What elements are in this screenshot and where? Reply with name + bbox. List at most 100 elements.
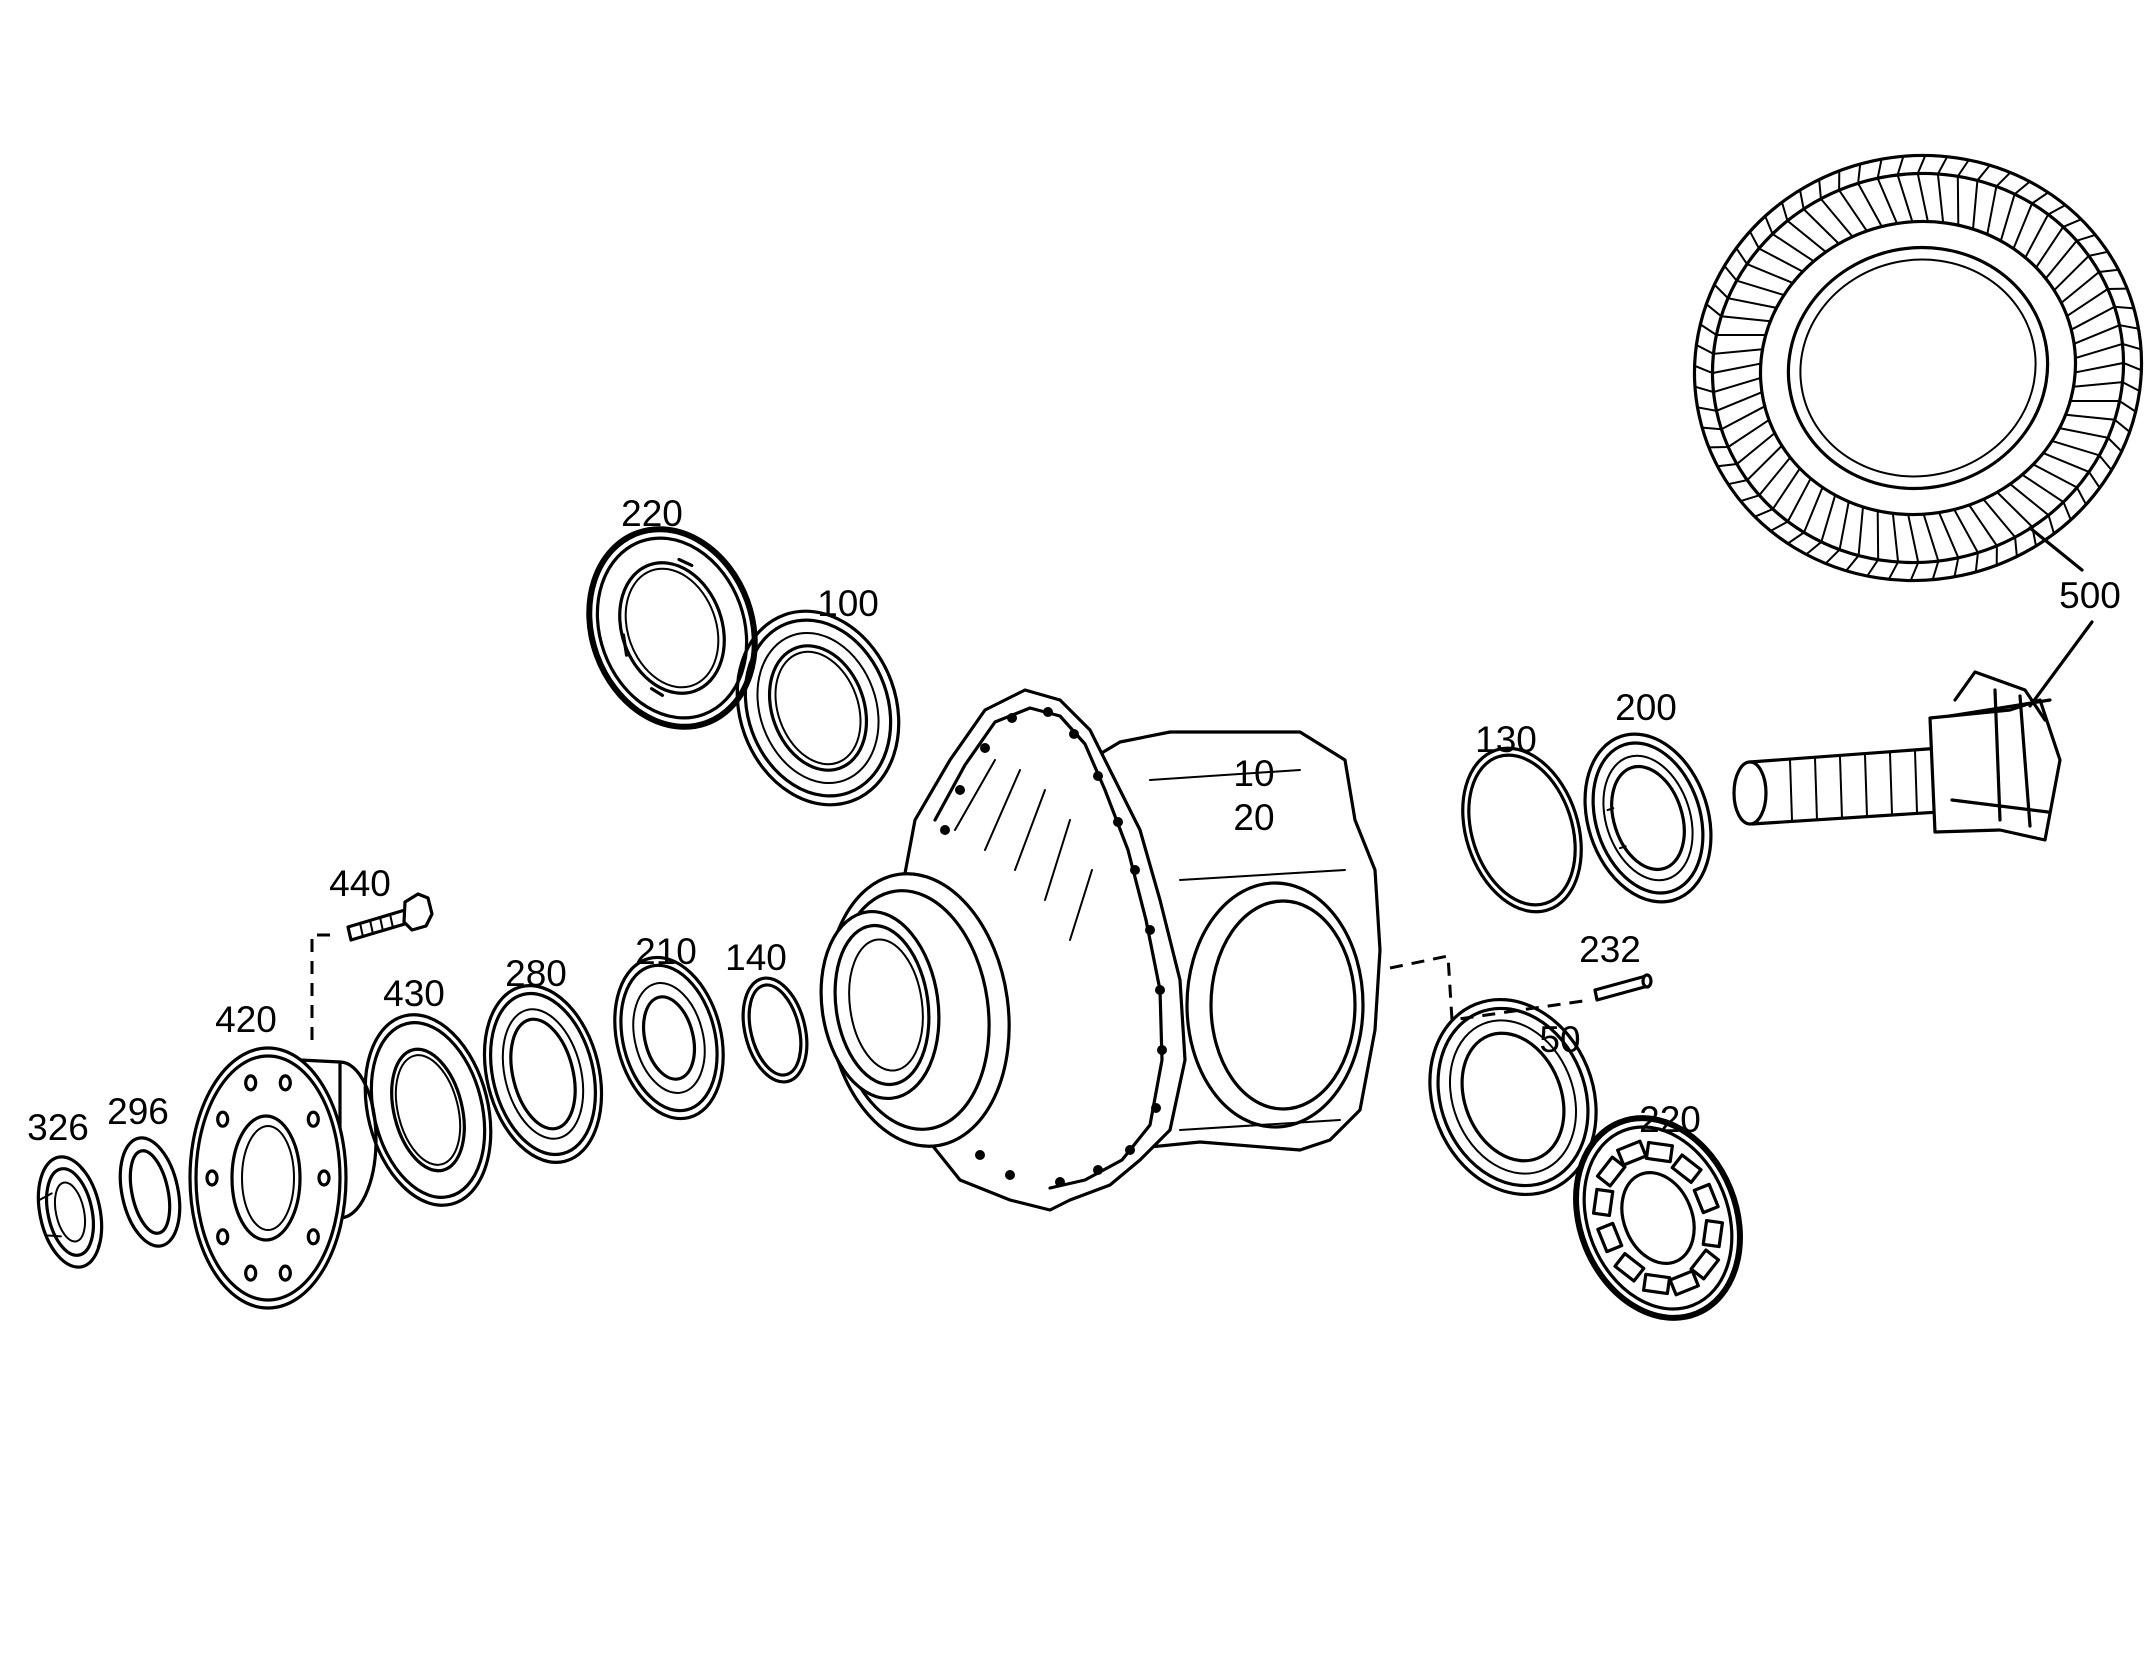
callout-210: 210 — [635, 931, 697, 972]
flange-hole — [317, 1169, 331, 1187]
flange-hole — [306, 1110, 320, 1128]
cage-window — [1644, 1140, 1675, 1164]
callout-280: 280 — [505, 953, 567, 994]
gear-tooth — [1956, 159, 1970, 227]
bolt-hole — [1125, 1145, 1135, 1155]
leader-line-500 — [2028, 526, 2094, 708]
gear-tooth — [1735, 247, 1794, 284]
gear-tooth — [2050, 439, 2113, 472]
bolt-hole — [1007, 713, 1017, 723]
flange-hole — [306, 1228, 320, 1246]
gear-tooth — [2032, 463, 2088, 506]
gear-tooth — [1982, 498, 2018, 558]
gear-tooth — [1707, 418, 1771, 449]
cage-window — [1596, 1221, 1624, 1254]
bolt-hole — [1055, 1177, 1065, 1187]
bolt-hole — [1157, 1045, 1167, 1055]
bolt-hole — [1043, 707, 1053, 717]
gear-tooth — [1739, 456, 1792, 503]
callout-220-bottom: 220 — [1639, 1099, 1701, 1140]
gear-tooth — [1780, 201, 1827, 253]
gear-tooth — [2064, 413, 2131, 433]
part-washer-296 — [118, 1136, 182, 1248]
gear-tooth — [1938, 511, 1960, 578]
callout-10: 10 — [1233, 753, 1274, 794]
cage-window — [1613, 1252, 1646, 1283]
part-bolt-440 — [346, 892, 434, 942]
flange-hole — [278, 1074, 292, 1092]
gear-tooth — [1727, 444, 1783, 486]
bolt-hole — [1151, 1103, 1161, 1113]
part-bearing-50 — [1428, 997, 1598, 1197]
part-flange-420 — [188, 1046, 378, 1310]
gear-tooth — [2058, 427, 2123, 453]
bolt-hole — [1093, 771, 1103, 781]
cage-window — [1641, 1272, 1672, 1296]
callout-220-top: 220 — [621, 493, 683, 534]
gear-tooth — [2069, 399, 2137, 413]
gear-tooth — [1936, 155, 1949, 224]
cage-window — [1670, 1153, 1703, 1184]
roller-cage-windows — [1591, 1139, 1725, 1297]
gear-tooth — [2009, 483, 2056, 535]
gear-tooth — [1838, 169, 1868, 233]
gear-tooth — [1845, 505, 1864, 572]
part-nut-326 — [36, 1155, 104, 1269]
bolt-hole — [955, 785, 965, 795]
callout-430: 430 — [383, 973, 445, 1014]
part-crown-gear — [1692, 153, 2144, 583]
gear-tooth — [1701, 405, 1766, 431]
flange-hole — [244, 1264, 258, 1282]
gear-tooth — [1713, 283, 1778, 309]
bolt-hole — [940, 825, 950, 835]
bolt-hole — [1093, 1165, 1103, 1175]
gear-tooth — [1824, 500, 1850, 565]
part-thin-ring-140 — [741, 976, 809, 1084]
callout-500: 500 — [2059, 575, 2121, 616]
part-bearing-200 — [1583, 732, 1713, 904]
gear-tooth — [2073, 324, 2140, 345]
flange-hole — [216, 1110, 230, 1128]
gear-tooth — [1748, 230, 1804, 273]
flange-hole — [205, 1169, 219, 1187]
gear-tooth — [1753, 467, 1801, 518]
gear-tooth — [1769, 477, 1812, 532]
bolt-hole — [1130, 865, 1140, 875]
bolt-hole — [1155, 985, 1165, 995]
gear-tooth — [1696, 391, 1763, 412]
part-seal-280 — [482, 984, 604, 1164]
part-differential-housing — [819, 688, 1382, 1212]
part-seal-430 — [363, 1013, 493, 1207]
cage-window — [1689, 1248, 1721, 1281]
assembly-line-bolt-440 — [310, 933, 330, 1040]
callout-420: 420 — [215, 999, 277, 1040]
gear-tooth — [1968, 503, 1998, 567]
cage-window — [1591, 1187, 1615, 1218]
callout-130: 130 — [1475, 719, 1537, 760]
assembly-line-pin-232 — [1389, 954, 1591, 1022]
callout-20: 20 — [1233, 797, 1274, 838]
gear-tooth — [1896, 155, 1914, 223]
part-pin-232 — [1593, 973, 1653, 1002]
gear-tooth — [2072, 381, 2141, 393]
housing-flange-bolt-holes — [940, 707, 1167, 1187]
gear-tooth — [1876, 158, 1898, 225]
flange-bolt-holes — [205, 1074, 331, 1282]
gear-tooth — [1799, 189, 1840, 245]
gear-tooth — [1705, 303, 1772, 323]
callout-326: 326 — [27, 1107, 89, 1148]
part-pinion-shaft — [1732, 670, 2062, 842]
gear-tooth — [2012, 191, 2050, 250]
gear-tooth — [1818, 178, 1854, 238]
bolt-hole — [1145, 925, 1155, 935]
gear-tooth — [2053, 250, 2109, 292]
part-bearing-cup-bottom — [1573, 1115, 1743, 1321]
gear-tooth — [1972, 164, 1991, 231]
cage-window — [1616, 1139, 1648, 1167]
gear-tooth — [2065, 287, 2129, 318]
callout-440: 440 — [329, 863, 391, 904]
gear-tooth — [1699, 323, 1767, 337]
gear-tooth — [1866, 509, 1880, 577]
gear-tooth — [1916, 154, 1929, 223]
